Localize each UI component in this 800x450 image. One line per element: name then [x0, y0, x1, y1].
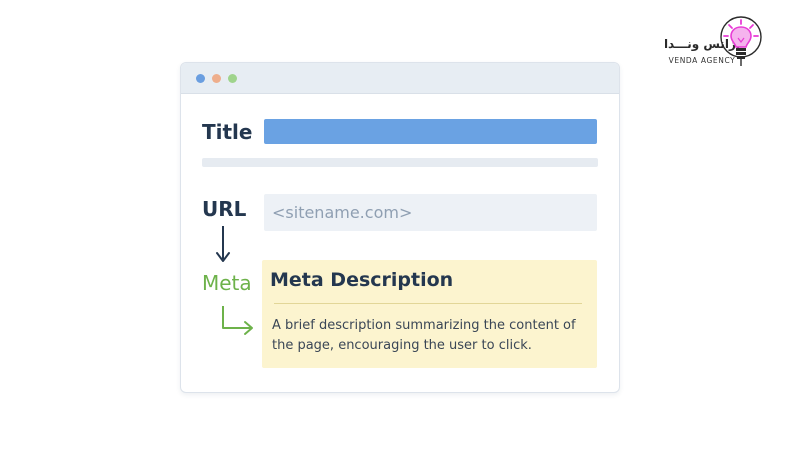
- down-arrow-icon: [216, 226, 230, 262]
- venda-agency-logo: آژانس ونـــدا VENDA AGENCY: [662, 14, 792, 70]
- meta-label: Meta: [202, 271, 252, 295]
- url-field: <sitename.com>: [264, 194, 597, 231]
- url-label: URL: [202, 197, 247, 221]
- logo-text-english: VENDA AGENCY: [668, 56, 736, 65]
- window-dot-orange-icon: [212, 74, 221, 83]
- title-bar-placeholder: [264, 119, 597, 144]
- window-titlebar: [181, 63, 619, 94]
- window-dot-green-icon: [228, 74, 237, 83]
- meta-heading-underline: [274, 303, 582, 304]
- content-divider-bar: [202, 158, 598, 167]
- browser-window: Title URL <sitename.com> Meta Meta Descr…: [180, 62, 620, 393]
- elbow-arrow-icon: [222, 306, 253, 335]
- meta-description-box: Meta Description A brief description sum…: [262, 260, 597, 368]
- window-dot-blue-icon: [196, 74, 205, 83]
- lightbulb-icon: [720, 16, 762, 66]
- title-label: Title: [202, 120, 253, 144]
- meta-description-heading: Meta Description: [270, 269, 454, 291]
- meta-description-text: A brief description summarizing the cont…: [272, 318, 576, 353]
